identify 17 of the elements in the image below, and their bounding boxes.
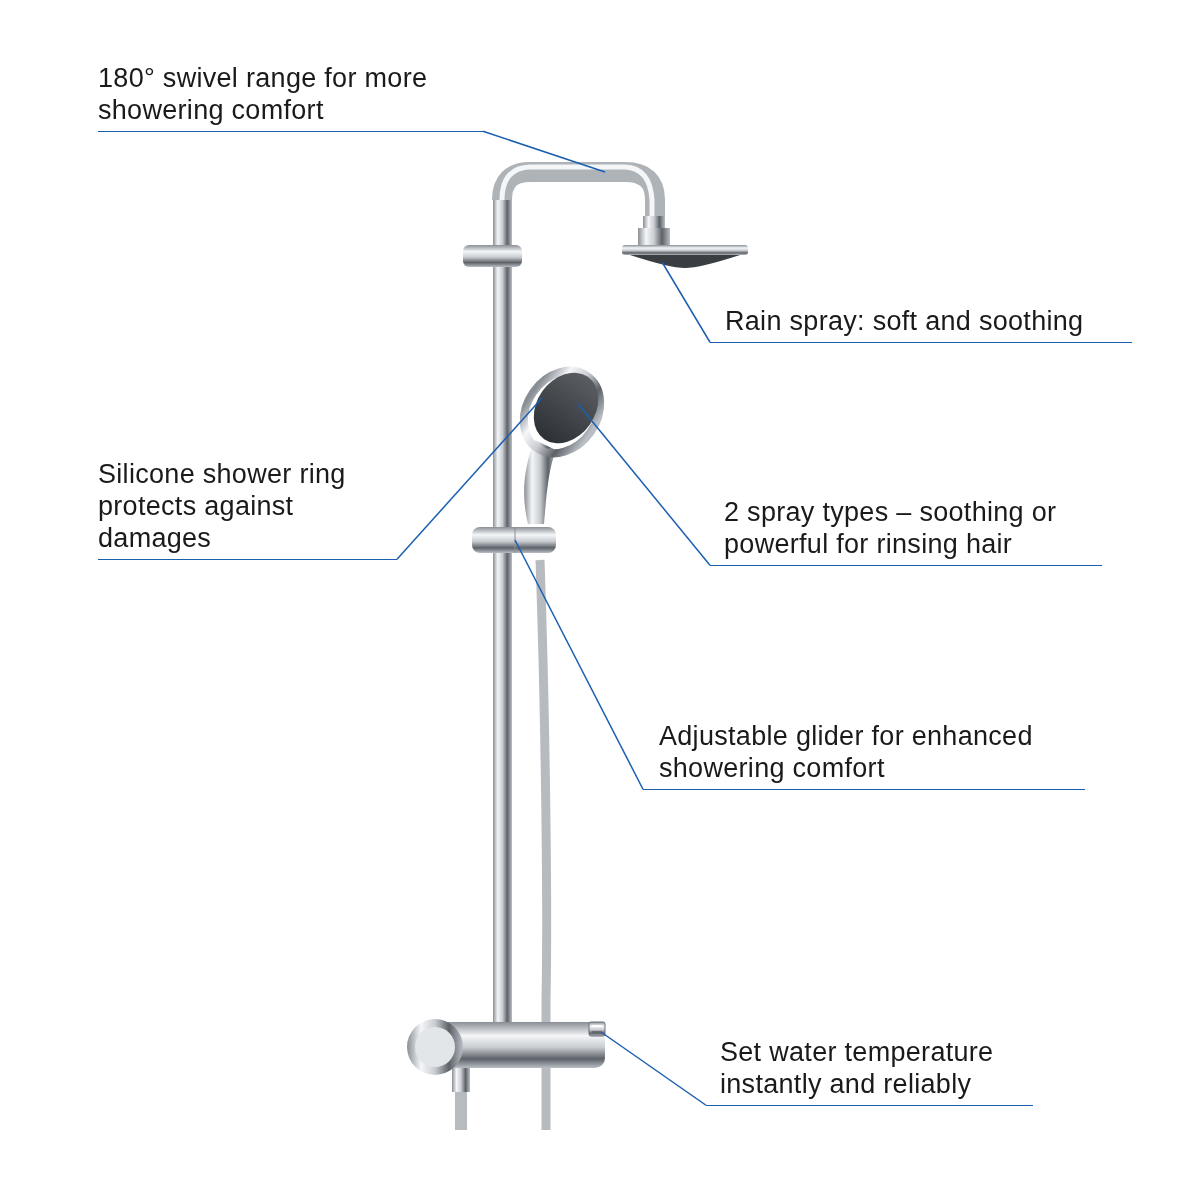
leader-line [577, 403, 711, 566]
rain-shower-head [622, 216, 748, 268]
shower-arm [492, 162, 665, 218]
leader-line [482, 130, 606, 173]
thermostat-button [588, 1021, 606, 1037]
slide-glider [472, 526, 556, 554]
callout-text: Set water temperature instantly and reliably [720, 1036, 995, 1100]
leader-line [396, 397, 543, 560]
callout-text: Adjustable glider for enhanced showering comfort [659, 720, 1034, 784]
callout-text: 2 spray types – soothing or powerful for rinsing hair [724, 496, 1058, 560]
callout-text: Silicone shower ring protects against damages [98, 458, 347, 554]
leader-line [514, 539, 644, 790]
leader-line [600, 1031, 707, 1106]
callout-text: 180° swivel range for more showering comfort [98, 62, 429, 126]
leader-line [661, 261, 711, 343]
callout-text: Rain spray: soft and soothing [725, 305, 1085, 337]
hand-shower-ring [519, 366, 605, 458]
